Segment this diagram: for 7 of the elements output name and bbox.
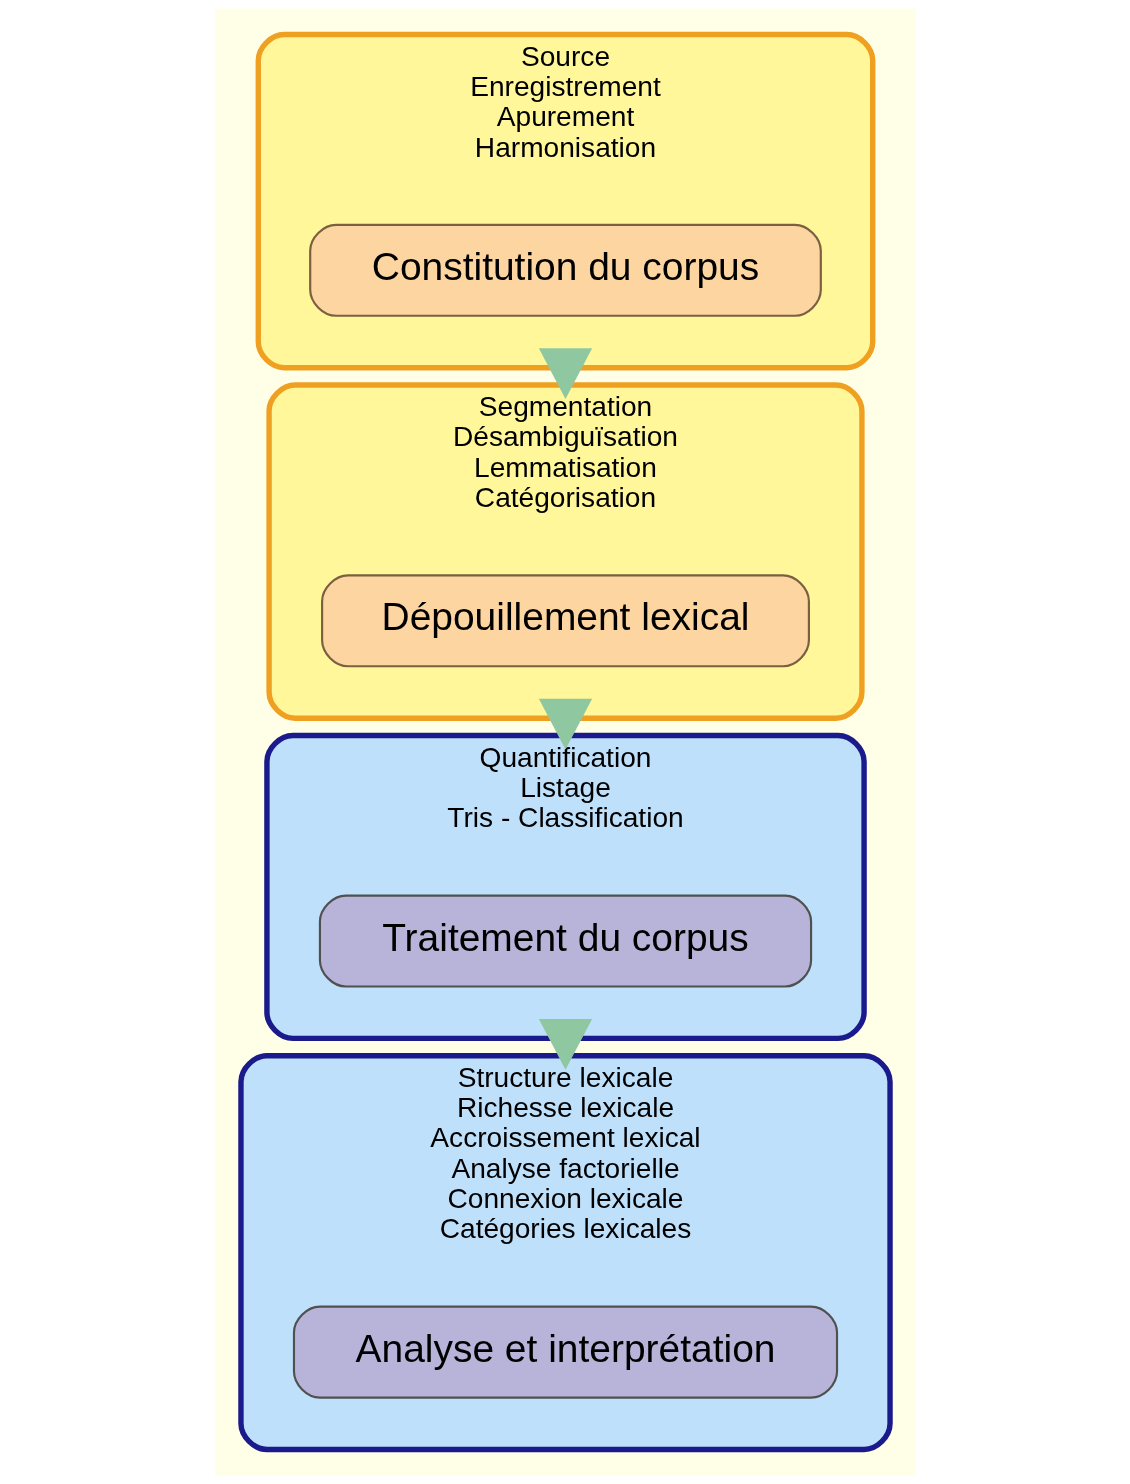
arrow xyxy=(538,698,592,750)
node-box: Dépouillement lexical xyxy=(320,574,810,668)
node-box: Traitement du corpus xyxy=(318,894,812,988)
node-box: Constitution du corpus xyxy=(308,223,822,317)
arrow xyxy=(538,1018,592,1070)
node-box: Analyse et interprétation xyxy=(292,1305,838,1399)
arrow xyxy=(538,348,592,399)
